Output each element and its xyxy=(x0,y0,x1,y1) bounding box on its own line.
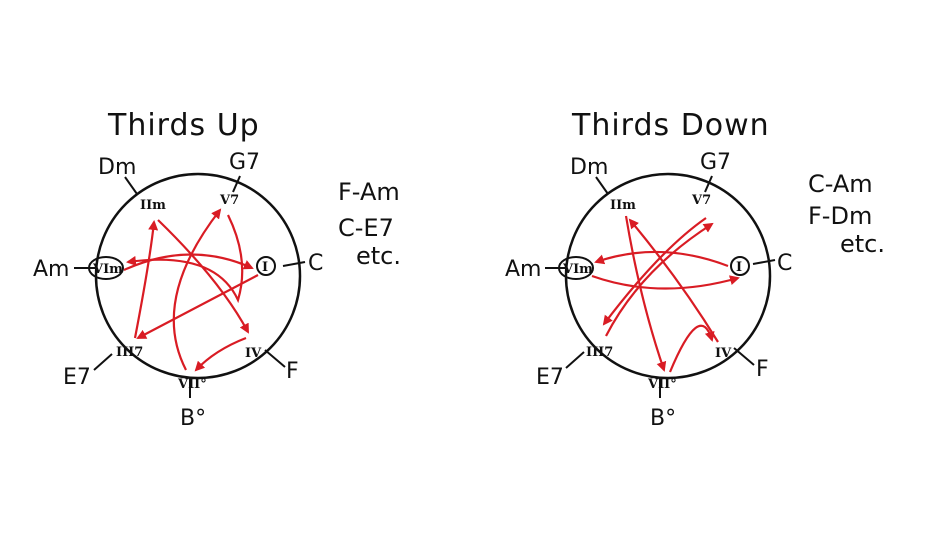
arrow-v-to-vi xyxy=(126,214,244,304)
numeral-vii: VII° xyxy=(177,377,207,392)
tick-marks xyxy=(74,175,306,398)
numeral-i: I xyxy=(262,260,268,275)
arrow-i-to-vi xyxy=(594,250,729,268)
arrow-i-to-iii xyxy=(136,274,259,339)
arrow-vi-to-iii-return xyxy=(591,274,740,290)
diagram-title: Thirds Up xyxy=(107,108,260,143)
chord-label-f: F xyxy=(756,357,769,382)
tonic-circle xyxy=(730,256,750,276)
note-line-1: F-Am xyxy=(338,178,400,206)
arrow-vii-to-iv xyxy=(668,324,715,373)
chord-label-am: Am xyxy=(33,257,69,282)
chord-label-am: Am xyxy=(505,257,541,282)
chord-label-c: C xyxy=(308,251,323,276)
arrow-ii-to-vii xyxy=(624,215,667,372)
relative-minor-oval xyxy=(558,256,594,280)
arrow-ii-to-iv xyxy=(157,219,249,334)
numeral-iii: III7 xyxy=(116,345,143,360)
thirds-up-diagram: Thirds Up Dm G7 C F B° E7 Am IIm V7 I IV… xyxy=(33,108,401,431)
tonic-circle xyxy=(256,256,276,276)
note-line-3: etc. xyxy=(840,230,885,258)
chord-label-c: C xyxy=(777,251,792,276)
numeral-i: I xyxy=(736,260,742,275)
tick-marks xyxy=(545,175,776,398)
chord-label-e7: E7 xyxy=(63,365,91,390)
arrow-v-to-iii xyxy=(602,217,707,326)
arrow-vi-to-i xyxy=(123,253,254,272)
numeral-ii: IIm xyxy=(140,198,166,213)
chord-label-e7: E7 xyxy=(536,365,564,390)
chord-label-dm: Dm xyxy=(570,155,608,180)
arrow-iii-to-ii xyxy=(133,220,159,339)
numeral-vii: VII° xyxy=(647,377,677,392)
numeral-iv: IV xyxy=(245,346,262,361)
arrow-iv-to-vii xyxy=(194,336,247,372)
arrow-iv-to-ii xyxy=(628,218,719,343)
numeral-v: V7 xyxy=(691,193,711,208)
diagram-title: Thirds Down xyxy=(571,108,770,143)
numeral-iii: III7 xyxy=(586,345,613,360)
thirds-down-diagram: Thirds Down Dm G7 C F B° E7 Am IIm V7 I … xyxy=(505,108,885,431)
chord-label-b-dim: B° xyxy=(650,406,676,431)
arrows-thirds-down xyxy=(591,215,740,373)
numeral-vi: VIm xyxy=(562,262,593,277)
numeral-vi: VIm xyxy=(92,262,123,277)
note-line-2: F-Dm xyxy=(808,202,872,230)
relative-minor-oval xyxy=(88,256,124,280)
note-line-3: etc. xyxy=(356,242,401,270)
note-line-2: C-E7 xyxy=(338,214,394,242)
chord-label-b-dim: B° xyxy=(180,406,206,431)
numeral-ii: IIm xyxy=(610,198,636,213)
chord-label-g7: G7 xyxy=(229,150,260,175)
chord-label-g7: G7 xyxy=(700,150,731,175)
arrows-thirds-up xyxy=(123,208,259,372)
chord-label-f: F xyxy=(286,359,299,384)
arrow-iii-to-v xyxy=(605,222,714,337)
note-line-1: C-Am xyxy=(808,170,873,198)
arrow-vii-to-v xyxy=(172,208,222,371)
chord-label-dm: Dm xyxy=(98,155,136,180)
numeral-v: V7 xyxy=(219,193,239,208)
numeral-iv: IV xyxy=(715,346,732,361)
